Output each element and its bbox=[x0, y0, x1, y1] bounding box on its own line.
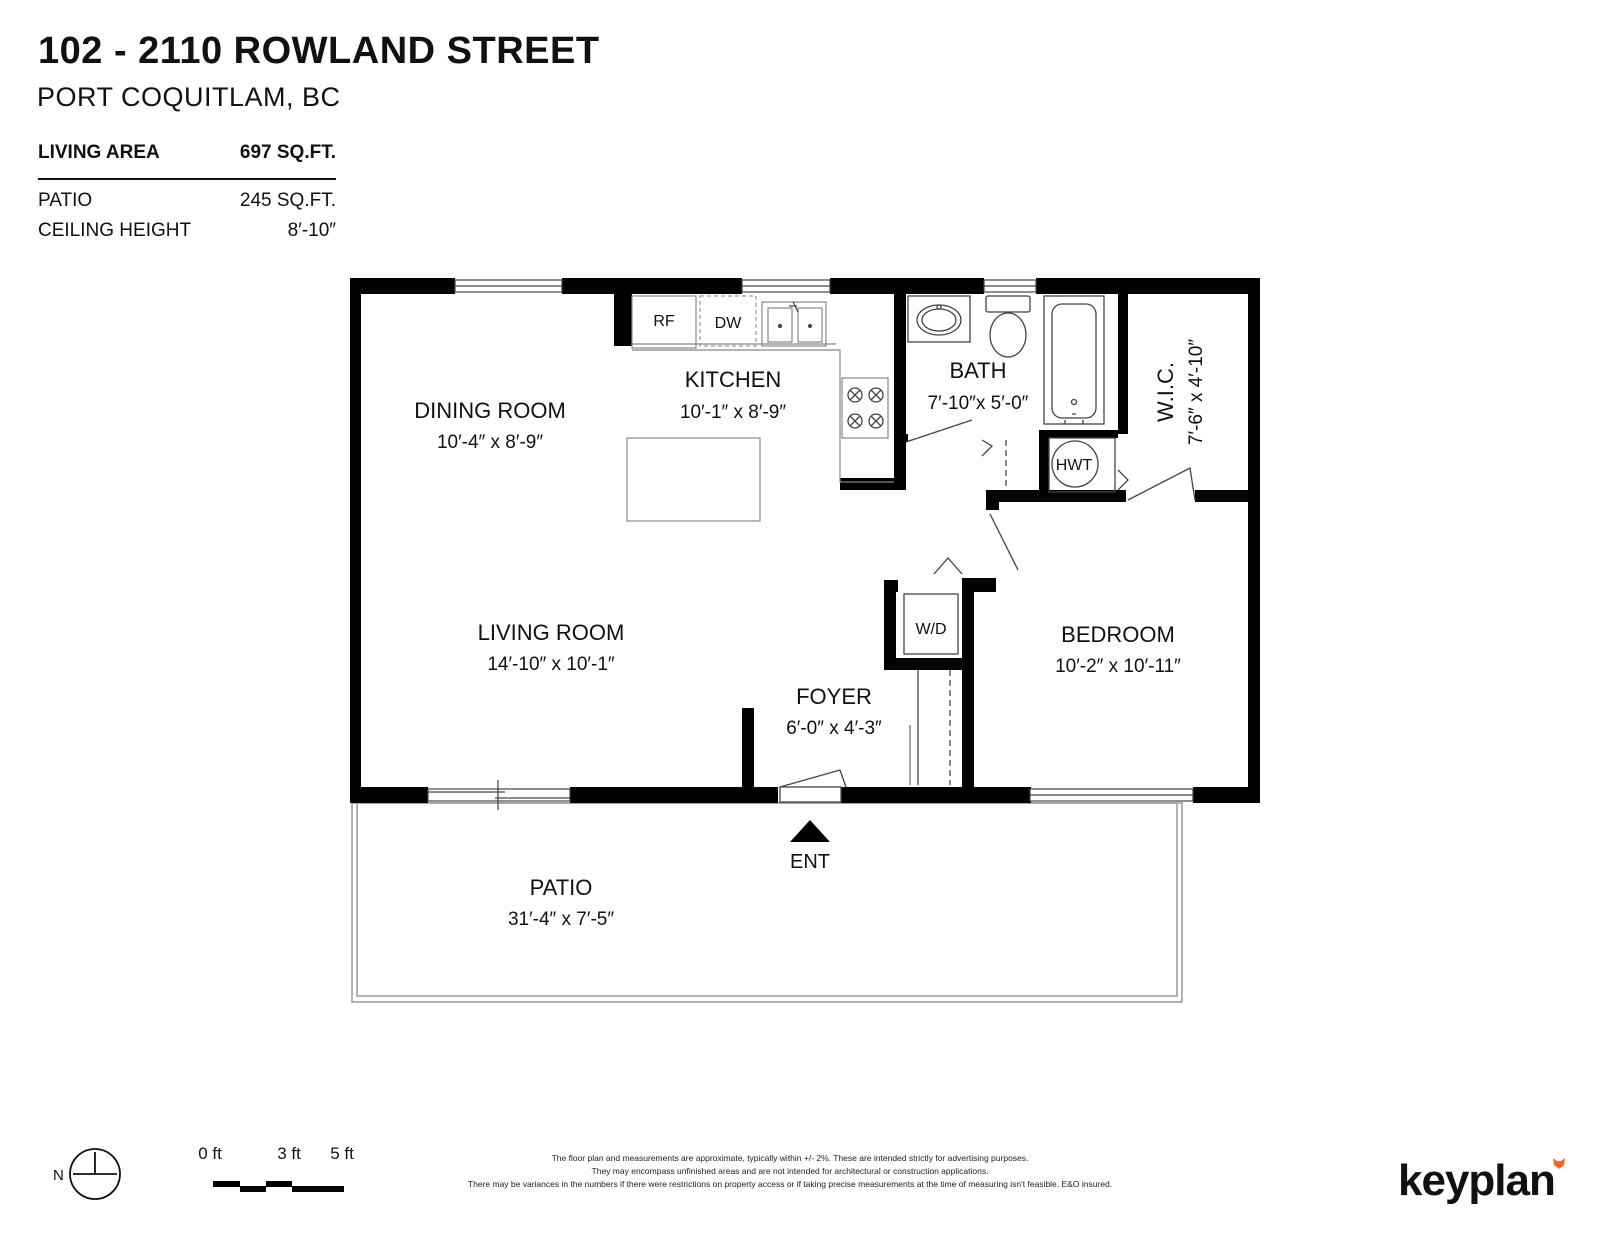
page-subtitle: PORT COQUITLAM, BC bbox=[37, 82, 341, 112]
page-title: 102 - 2110 ROWLAND STREET bbox=[38, 30, 600, 72]
kitchen-name: KITCHEN bbox=[685, 367, 782, 392]
wd-closet bbox=[903, 593, 959, 655]
patio-outline bbox=[351, 802, 1183, 1003]
living-area-label: LIVING AREA bbox=[38, 142, 160, 163]
living-room-name: LIVING ROOM bbox=[478, 620, 625, 645]
exterior-walls bbox=[350, 278, 1260, 803]
stats-divider bbox=[38, 178, 336, 180]
compass-north-label: N bbox=[53, 1167, 64, 1184]
patio-dims: 31′-4″ x 7′-5″ bbox=[508, 909, 614, 930]
patio-area-label: PATIO bbox=[38, 190, 93, 211]
patio-name: PATIO bbox=[530, 875, 593, 900]
hwt-tank bbox=[1048, 437, 1116, 493]
door-swings bbox=[779, 419, 1196, 803]
scale-tick-5: 5 ft bbox=[330, 1144, 354, 1163]
patio-area-value: 245 SQ.FT. bbox=[239, 190, 336, 211]
bedroom-dims: 10′-2″ x 10′-11″ bbox=[1055, 656, 1181, 677]
patio-area-row: PATIO 245 SQ.FT. bbox=[38, 190, 336, 212]
living-area-value: 697 SQ.FT. bbox=[239, 142, 336, 163]
foyer-name: FOYER bbox=[796, 684, 872, 709]
dining-room-name: DINING ROOM bbox=[414, 398, 566, 423]
disclaimer: The floor plan and measurements are appr… bbox=[420, 1152, 1160, 1191]
sink-icon bbox=[777, 301, 813, 329]
bath-name: BATH bbox=[949, 358, 1006, 383]
brand-fox-icon bbox=[1553, 1158, 1565, 1169]
entry-arrow-icon bbox=[790, 820, 830, 842]
kitchen-counters bbox=[626, 295, 894, 522]
interior-walls bbox=[614, 294, 1260, 800]
entry-label: ENT bbox=[790, 851, 830, 873]
scale-tick-0: 0 ft bbox=[198, 1144, 222, 1163]
brand-logo: keyplan bbox=[1398, 1156, 1556, 1205]
ceiling-height-label: CEILING HEIGHT bbox=[38, 220, 192, 241]
dining-room-dims: 10′-4″ x 8′-9″ bbox=[437, 432, 543, 453]
ceiling-height-value: 8′-10″ bbox=[287, 220, 336, 241]
kitchen-dims: 10′-1″ x 8′-9″ bbox=[680, 402, 786, 423]
hot-water-tank-label: HWT bbox=[1056, 457, 1093, 474]
scale-tick-3: 3 ft bbox=[277, 1144, 301, 1163]
bedroom-name: BEDROOM bbox=[1061, 622, 1175, 647]
bath-dims: 7′-10″x 5′-0″ bbox=[928, 393, 1029, 414]
wic-name: W.I.C. bbox=[1153, 362, 1178, 422]
washer-dryer-label: W/D bbox=[915, 621, 946, 638]
living-room-dims: 14′-10″ x 10′-1″ bbox=[487, 654, 615, 675]
scale-bar: 0 ft 3 ft 5 ft bbox=[198, 1144, 354, 1192]
compass-icon: N bbox=[53, 1148, 121, 1200]
ceiling-height-row: CEILING HEIGHT 8′-10″ bbox=[38, 220, 336, 242]
foyer-dims: 6′-0″ x 4′-3″ bbox=[786, 718, 882, 739]
disclaimer-line-3: There may be variances in the numbers if… bbox=[467, 1179, 1113, 1189]
sliding-door bbox=[427, 780, 571, 810]
windows bbox=[454, 279, 1194, 802]
dishwasher-label: DW bbox=[715, 315, 743, 332]
bath-fixtures bbox=[907, 295, 1105, 425]
wic-dims: 7′-6″ x 4′-10″ bbox=[1186, 339, 1207, 445]
refrigerator-label: RF bbox=[653, 313, 675, 330]
disclaimer-line-1: The floor plan and measurements are appr… bbox=[551, 1153, 1029, 1163]
disclaimer-line-2: They may encompass unfinished areas and … bbox=[591, 1166, 989, 1176]
stove-icon bbox=[847, 387, 884, 429]
living-area-row: LIVING AREA 697 SQ.FT. bbox=[38, 142, 336, 164]
